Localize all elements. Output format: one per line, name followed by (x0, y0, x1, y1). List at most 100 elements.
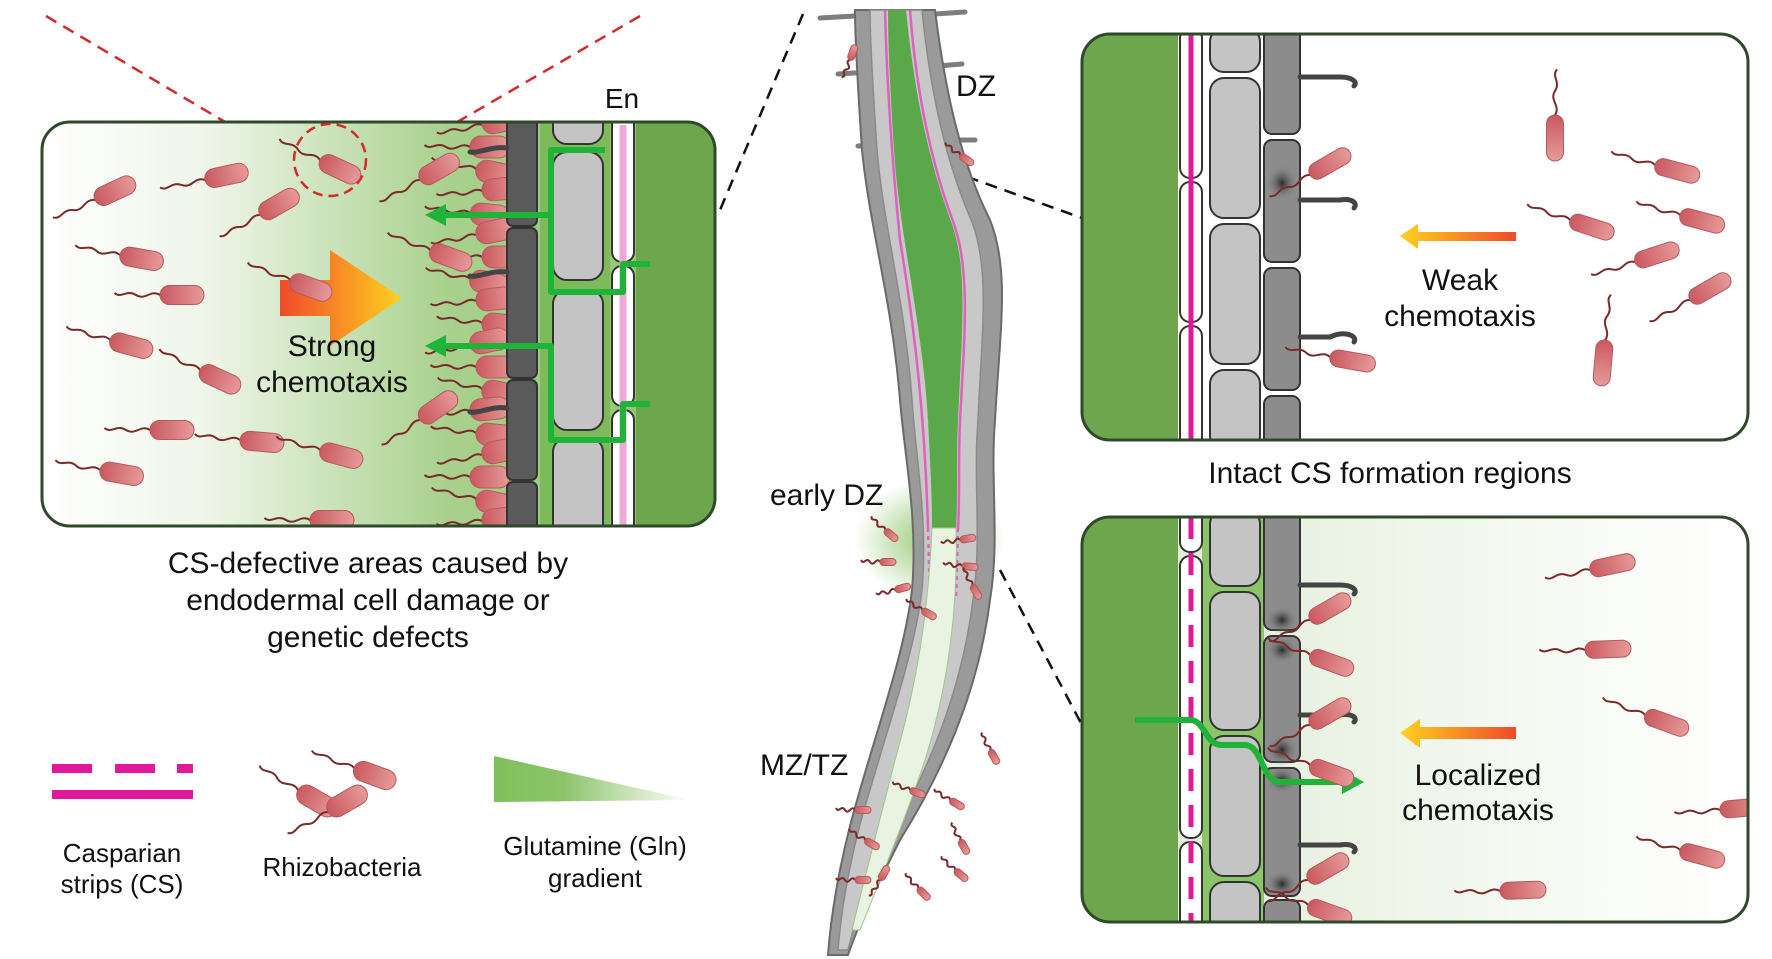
left-panel-frame (40, 120, 717, 528)
endodermis-layer (1179, 34, 1203, 440)
bacterium (891, 781, 926, 799)
bacterium (386, 231, 473, 272)
bacterium (1673, 797, 1748, 819)
bacterium (1610, 150, 1701, 184)
legend-casparian-label-2: strips (CS) (61, 869, 184, 899)
bacterium (74, 244, 164, 271)
zone-label-early-dz: early DZ (770, 479, 883, 512)
bacterium (1269, 697, 1352, 748)
bacterium (194, 430, 285, 454)
bacterium (904, 872, 931, 901)
bacterium (835, 876, 872, 884)
caption-line-2: endodermal cell damage or (186, 584, 550, 617)
bacterium (848, 828, 880, 851)
top-right-caption: Intact CS formation regions (1208, 457, 1572, 490)
bacterium (942, 561, 979, 572)
root-bacteria (835, 44, 1001, 901)
bacterium (868, 865, 891, 897)
root-casparian-strip-right (908, 9, 967, 529)
zone-label-mz-tz: MZ/TZ (760, 749, 848, 782)
bacterium (905, 598, 937, 621)
localized-label: Localized (1415, 759, 1542, 792)
caption-line-1: CS-defective areas caused by (168, 547, 568, 580)
bacterium (1267, 852, 1350, 903)
bacterium (950, 821, 971, 855)
black-zoom-line-left (718, 13, 805, 211)
bacterium (1590, 241, 1680, 276)
legend-casparian-label-1: Casparian (63, 838, 182, 868)
bacterium (841, 44, 859, 79)
bacterium (246, 261, 333, 302)
endodermis-layer (611, 122, 635, 526)
free-bacteria (1269, 68, 1732, 387)
root-stele-young (851, 527, 957, 931)
legend-gln-label-2: gradient (548, 863, 643, 893)
black-zoom-line-bottom-right (998, 569, 1084, 726)
localized-chemotaxis-label: chemotaxis (1402, 794, 1554, 827)
gln-gradient-icon (494, 756, 690, 802)
bacterium (875, 582, 912, 596)
bacterium (1592, 294, 1614, 387)
bacterium (219, 187, 300, 238)
bacterium (52, 175, 137, 219)
bacterium (103, 420, 195, 440)
cortex-layer (1209, 34, 1261, 440)
strong-chemotaxis-arrow (280, 250, 402, 346)
zoom-circle (292, 122, 368, 198)
bacterium (1269, 147, 1352, 198)
bacterium (1601, 696, 1690, 737)
bacterium (940, 856, 969, 883)
bacterium (1538, 639, 1632, 659)
bacterium (113, 285, 205, 305)
bacterium (933, 788, 965, 811)
stele (1082, 34, 1178, 440)
weak-label: Weak (1422, 264, 1499, 297)
epidermis-layer (1263, 34, 1358, 440)
legend-rhizobacteria-label: Rhizobacteria (263, 852, 423, 882)
bacterium (944, 142, 975, 167)
zone-label-dz: DZ (956, 70, 996, 103)
casparian-strip-icon (52, 764, 193, 799)
bacterium (1635, 200, 1726, 234)
epidermis-layer (1263, 517, 1358, 922)
legend-gln-label-1: Glutamine (Gln) (503, 831, 687, 861)
bacterium (1284, 346, 1376, 373)
bacterium (870, 516, 899, 543)
bacterium (962, 566, 983, 600)
bacterium (940, 533, 977, 544)
localized-chemotaxis-arrow (1400, 719, 1516, 748)
bacterium (1649, 272, 1732, 323)
left-panel-cs-defective: En Strong chemotaxis (40, 83, 717, 528)
bacterium (158, 348, 242, 395)
bottom-right-panel-frame (1080, 515, 1750, 924)
bacterium (1635, 835, 1726, 869)
bacterium (835, 806, 872, 814)
endodermis-layer (1179, 517, 1203, 922)
cortex-layer (1209, 517, 1261, 922)
gln-leakage-arrow (1135, 717, 1345, 785)
gln-leakage-arrows (425, 147, 650, 443)
en-label: En (605, 83, 639, 114)
bacterium (159, 162, 249, 190)
caption-line-3: genetic defects (267, 621, 469, 654)
top-right-panel-frame (1080, 32, 1750, 442)
bacterium (1269, 592, 1352, 643)
bacterium (275, 435, 364, 469)
legend: Casparian strips (CS) Rhizobacteria Glut… (52, 749, 690, 899)
bacterium (1544, 553, 1636, 580)
bacterium (429, 286, 517, 312)
bacterium (980, 731, 1001, 765)
root-illustration: DZ early DZ MZ/TZ (760, 9, 1005, 956)
bottom-right-panel-localized: Localized chemotaxis (1080, 515, 1750, 924)
bacterium (65, 325, 154, 359)
strong-label: Strong (288, 330, 376, 363)
left-panel-caption: CS-defective areas caused by endodermal … (168, 547, 568, 654)
bacterium (423, 465, 511, 489)
bacterium (1453, 880, 1547, 900)
bacterium (54, 459, 144, 486)
stele (636, 122, 715, 526)
root-stele-mature (888, 10, 963, 528)
top-right-panel-intact-cs: Weak chemotaxis Intact CS formation regi… (1080, 32, 1750, 490)
bacterium (1266, 746, 1355, 787)
